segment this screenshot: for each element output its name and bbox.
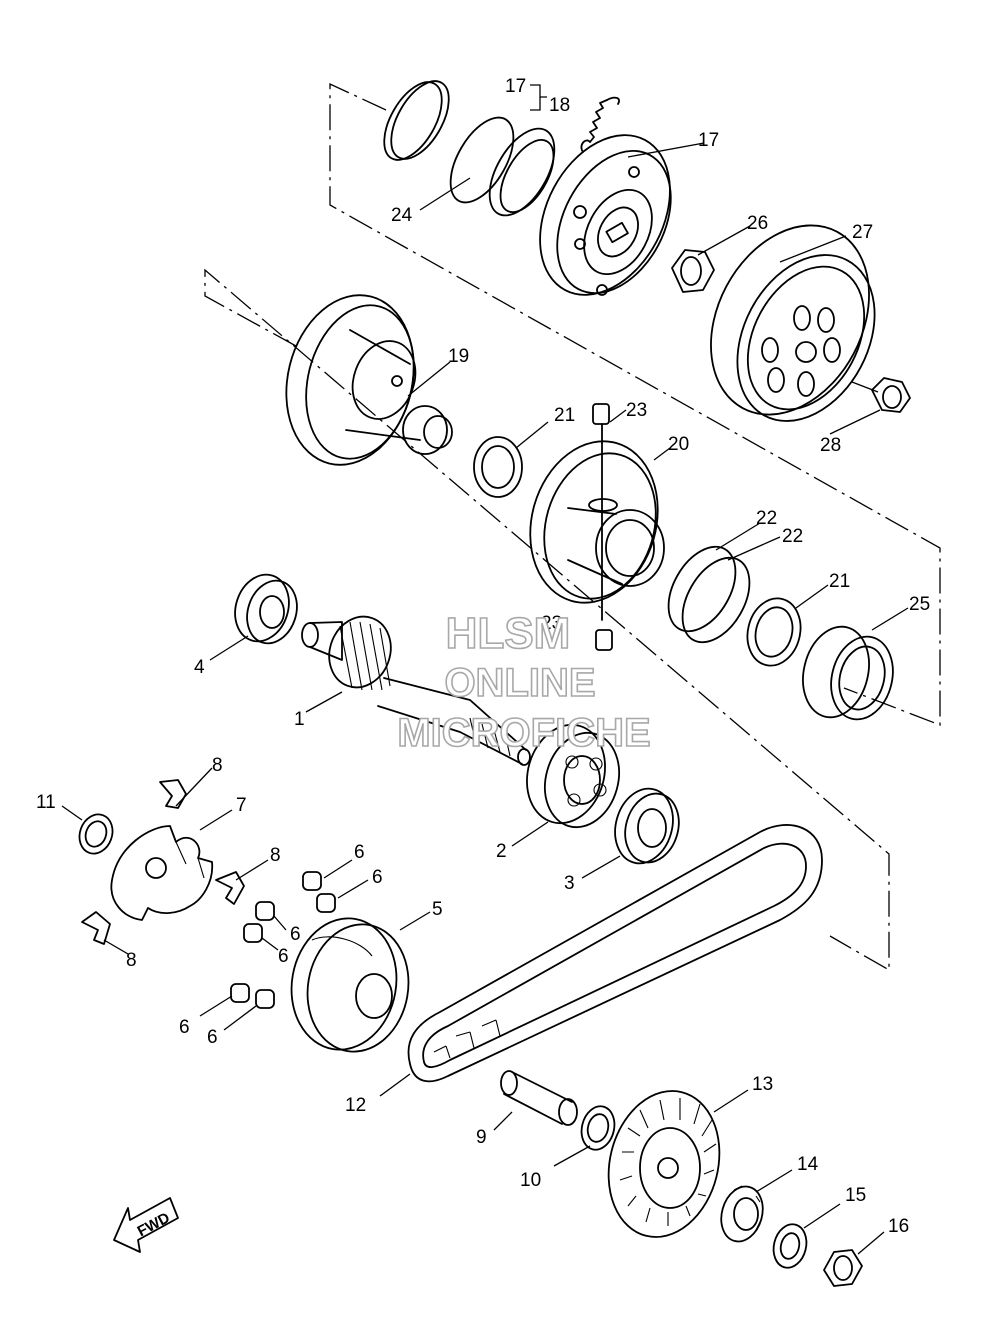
o-rings-22 [667,545,751,644]
pin-23-lower [595,629,613,651]
label-20: 20 [668,434,689,455]
rollers-6 [230,871,336,1009]
clutch-spring-18 [580,96,620,153]
label-8-mid: 8 [270,845,281,866]
label-11: 11 [36,792,56,813]
label-6-d: 6 [278,946,289,967]
clutch-group-outline [329,82,941,726]
label-6-e: 6 [179,1017,190,1038]
nut-28 [871,377,911,413]
clutch-housing-27 [710,224,876,422]
washer-11 [78,813,114,855]
label-21-lower: 21 [829,571,850,592]
label-9: 9 [476,1127,487,1148]
watermark-line-3: MICROFICHE [397,711,650,755]
nut-26 [671,249,715,293]
label-12: 12 [345,1095,366,1116]
label-2: 2 [496,841,507,862]
label-8-bottom: 8 [126,950,137,971]
label-6-f: 6 [207,1027,218,1048]
label-22-b: 22 [782,526,803,547]
label-28: 28 [820,435,841,456]
label-4: 4 [194,657,205,678]
label-22-a: 22 [756,508,777,529]
clutch-spring-24 [383,80,556,217]
label-17-top: 17 [505,76,526,97]
label-26: 26 [747,213,768,234]
part-labels: 17 18 17 24 26 27 19 21 23 20 28 22 22 2… [36,76,930,1237]
ratchet-14 [720,1185,764,1243]
primary-fixed-sheave-13 [607,1090,721,1238]
clutch-carrier-17 [539,134,672,296]
watermark: HLSM ONLINE MICROFICHE [397,608,652,756]
label-6-a: 6 [354,842,365,863]
oil-seal-21-lower [746,597,802,667]
label-18: 18 [549,95,570,116]
nut-16 [823,1249,863,1287]
slider-8-bottom [81,911,111,945]
label-23-upper: 23 [626,400,647,421]
watermark-line-1: HLSM [446,609,571,658]
bearing-4 [234,573,298,645]
label-19: 19 [448,346,469,367]
label-5: 5 [432,899,443,920]
label-10: 10 [520,1170,541,1191]
label-23-lower: 23 [541,613,562,634]
fwd-direction-arrow: FWD [113,1197,179,1253]
label-27: 27 [852,222,873,243]
watermark-line-2: ONLINE [444,661,595,705]
label-25: 25 [909,594,930,615]
primary-shaft-1 [301,615,531,766]
collar-25 [802,625,894,721]
slider-8-top [159,779,187,809]
label-15: 15 [845,1185,866,1206]
label-14: 14 [797,1154,819,1175]
label-3: 3 [564,873,575,894]
label-6-b: 6 [372,867,383,888]
label-17: 17 [698,130,719,151]
collar-9 [500,1070,578,1126]
cam-plate-7 [110,825,214,921]
primary-sliding-sheave-5 [290,917,410,1053]
bearing-3 [614,787,680,865]
cam-20 [529,440,665,604]
label-13: 13 [752,1074,773,1095]
leader-lines [61,84,909,1255]
bearing-2 [526,723,620,829]
label-6-c: 6 [290,924,301,945]
pin-23-upper [592,403,610,621]
label-24: 24 [391,205,413,226]
label-1: 1 [294,709,305,730]
slider-8-mid [215,871,245,905]
label-7: 7 [236,795,247,816]
secondary-sheave-19 [285,294,453,466]
label-8-top: 8 [212,755,223,776]
label-16: 16 [888,1216,909,1237]
washer-15 [772,1223,808,1269]
oil-seal-21-upper [473,436,523,498]
v-belt-12 [407,824,823,1083]
washer-10 [580,1105,616,1151]
label-21-upper: 21 [554,405,575,426]
